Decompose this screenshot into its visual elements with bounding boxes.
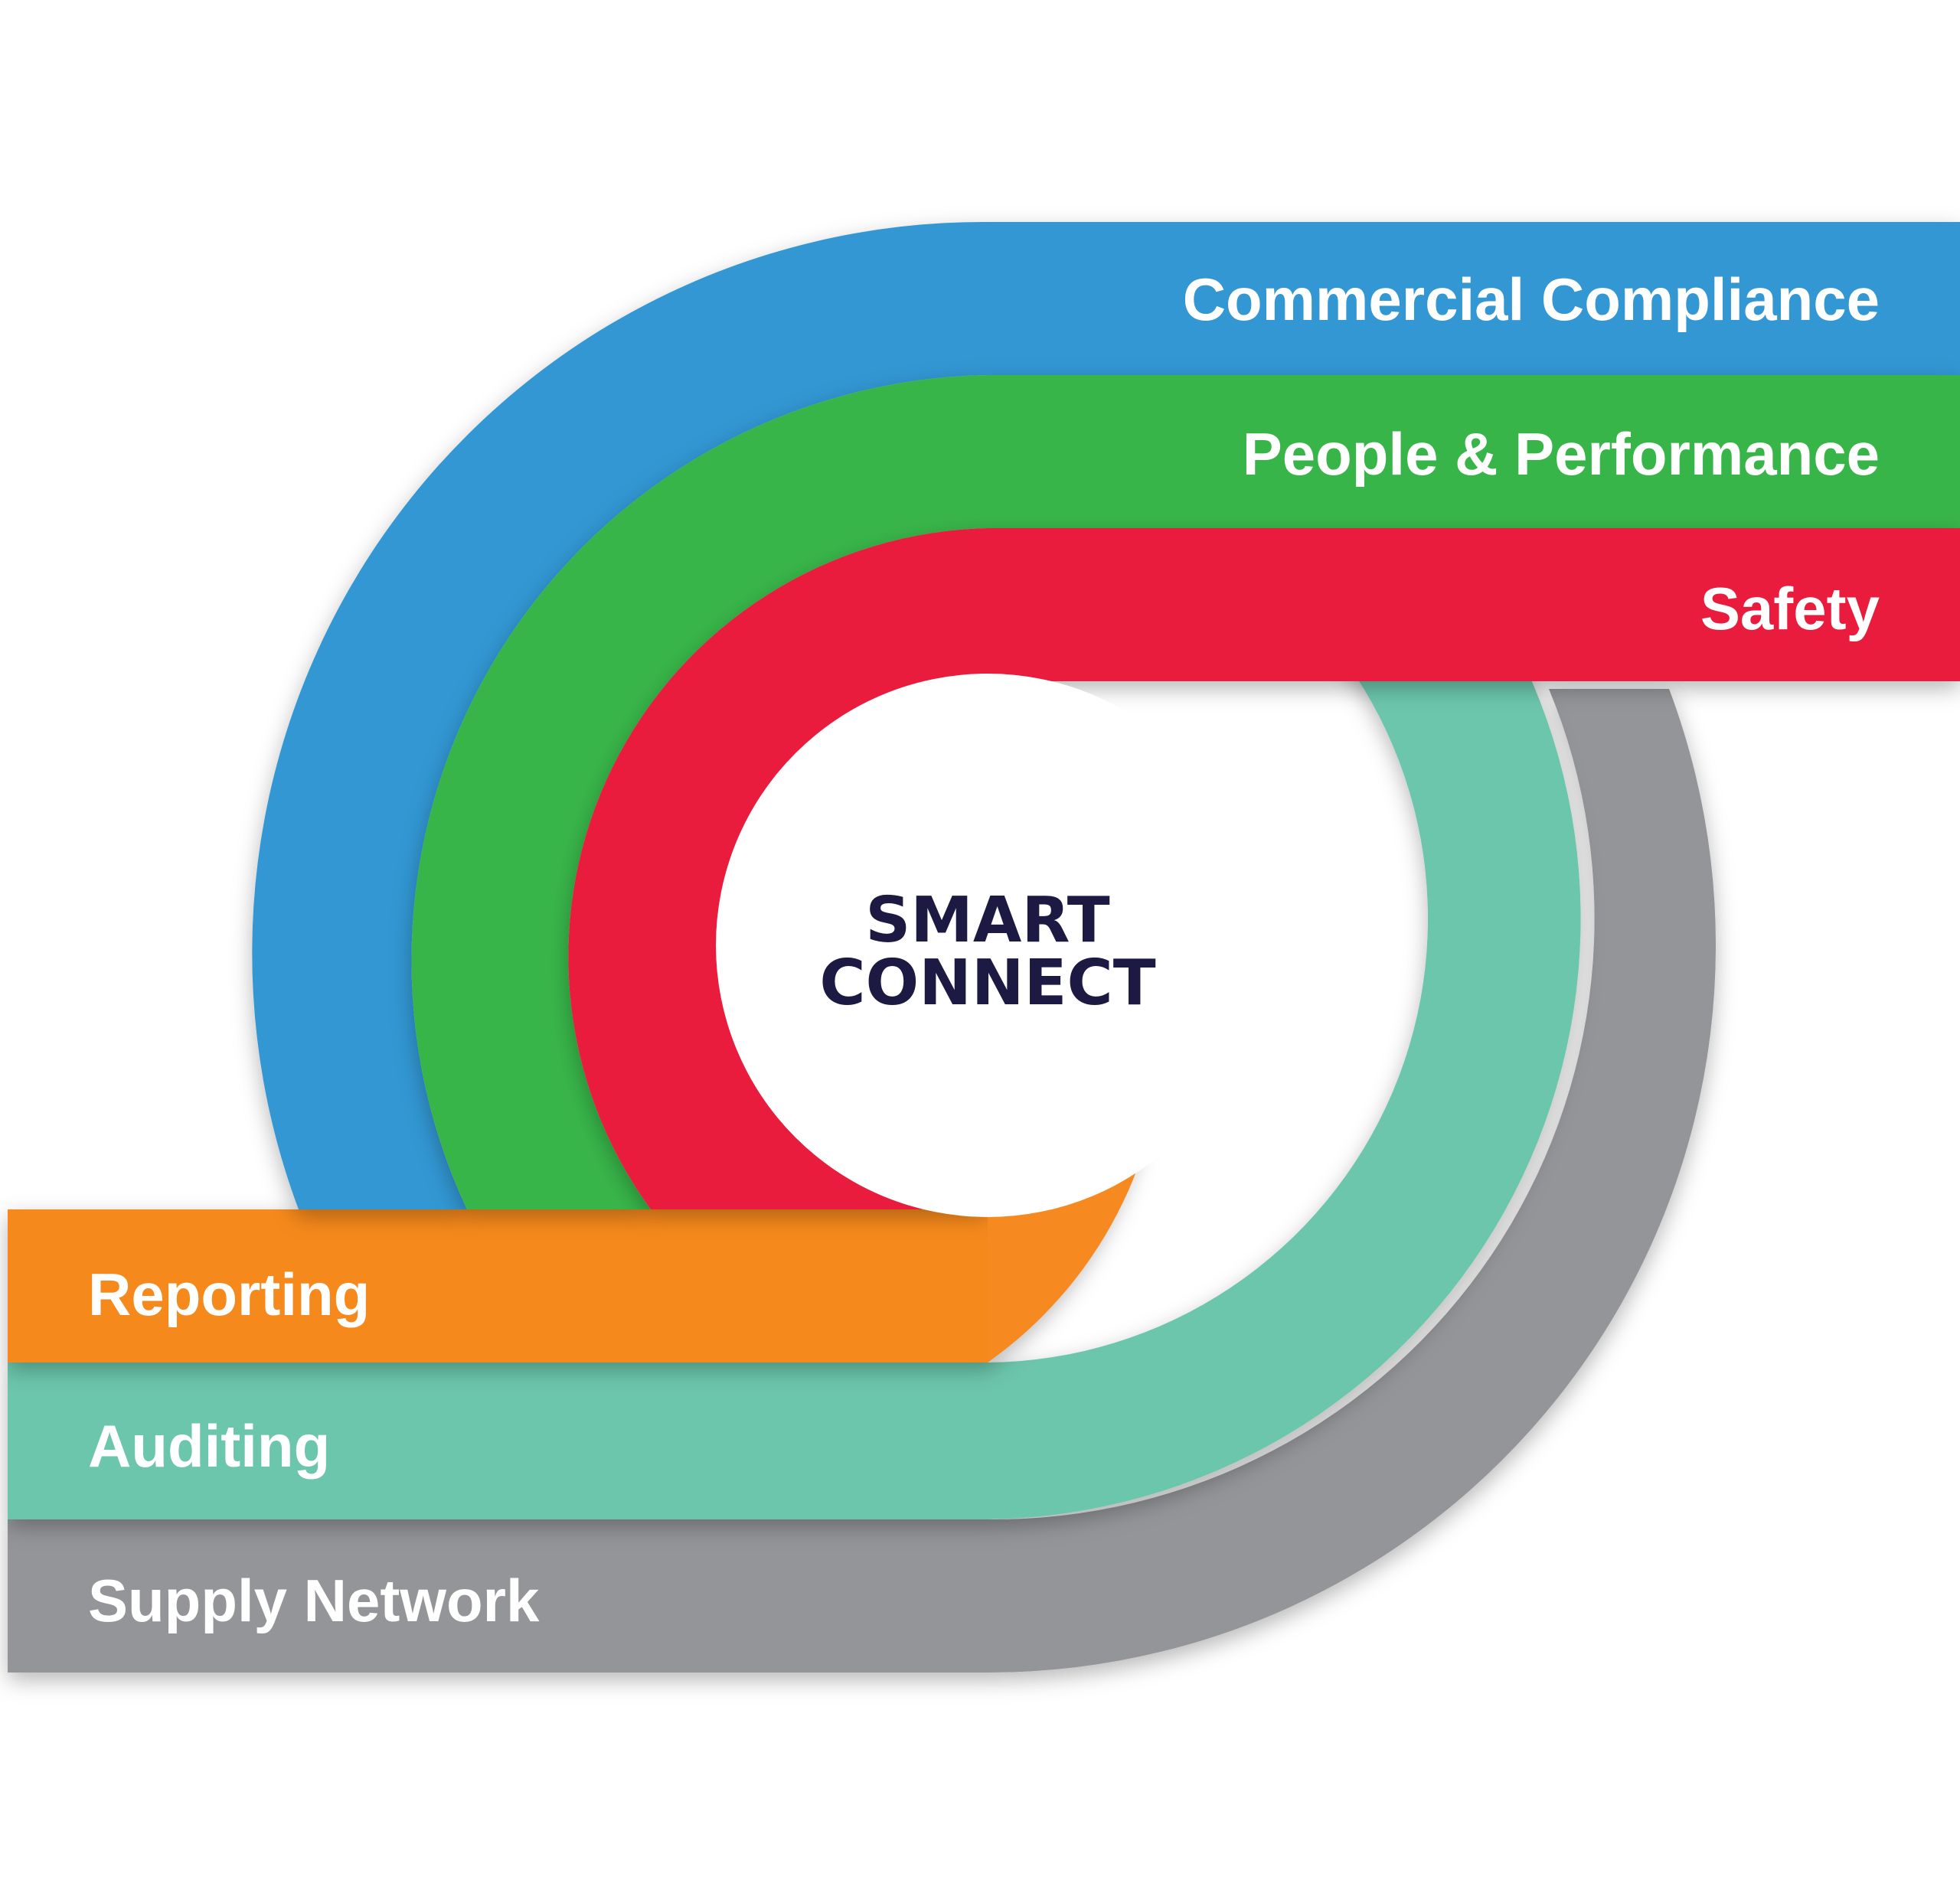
commercial-compliance-band — [252, 221, 1960, 1210]
label-supply-network: Supply Network — [88, 1567, 540, 1634]
center-circle — [716, 674, 1259, 1217]
people-performance-band — [411, 375, 1960, 1209]
auditing-band — [8, 612, 1581, 1519]
label-auditing: Auditing — [88, 1412, 330, 1480]
label-commercial-compliance: Commercial Compliance — [1183, 266, 1880, 333]
supply-network-band — [8, 689, 1717, 1673]
logo-line-smart: SMART — [865, 884, 1110, 957]
logo-line-connect: CONNECT — [819, 947, 1155, 1020]
label-safety: Safety — [1700, 575, 1880, 642]
label-people-performance: People & Performance — [1243, 420, 1880, 488]
label-reporting: Reporting — [88, 1261, 370, 1328]
